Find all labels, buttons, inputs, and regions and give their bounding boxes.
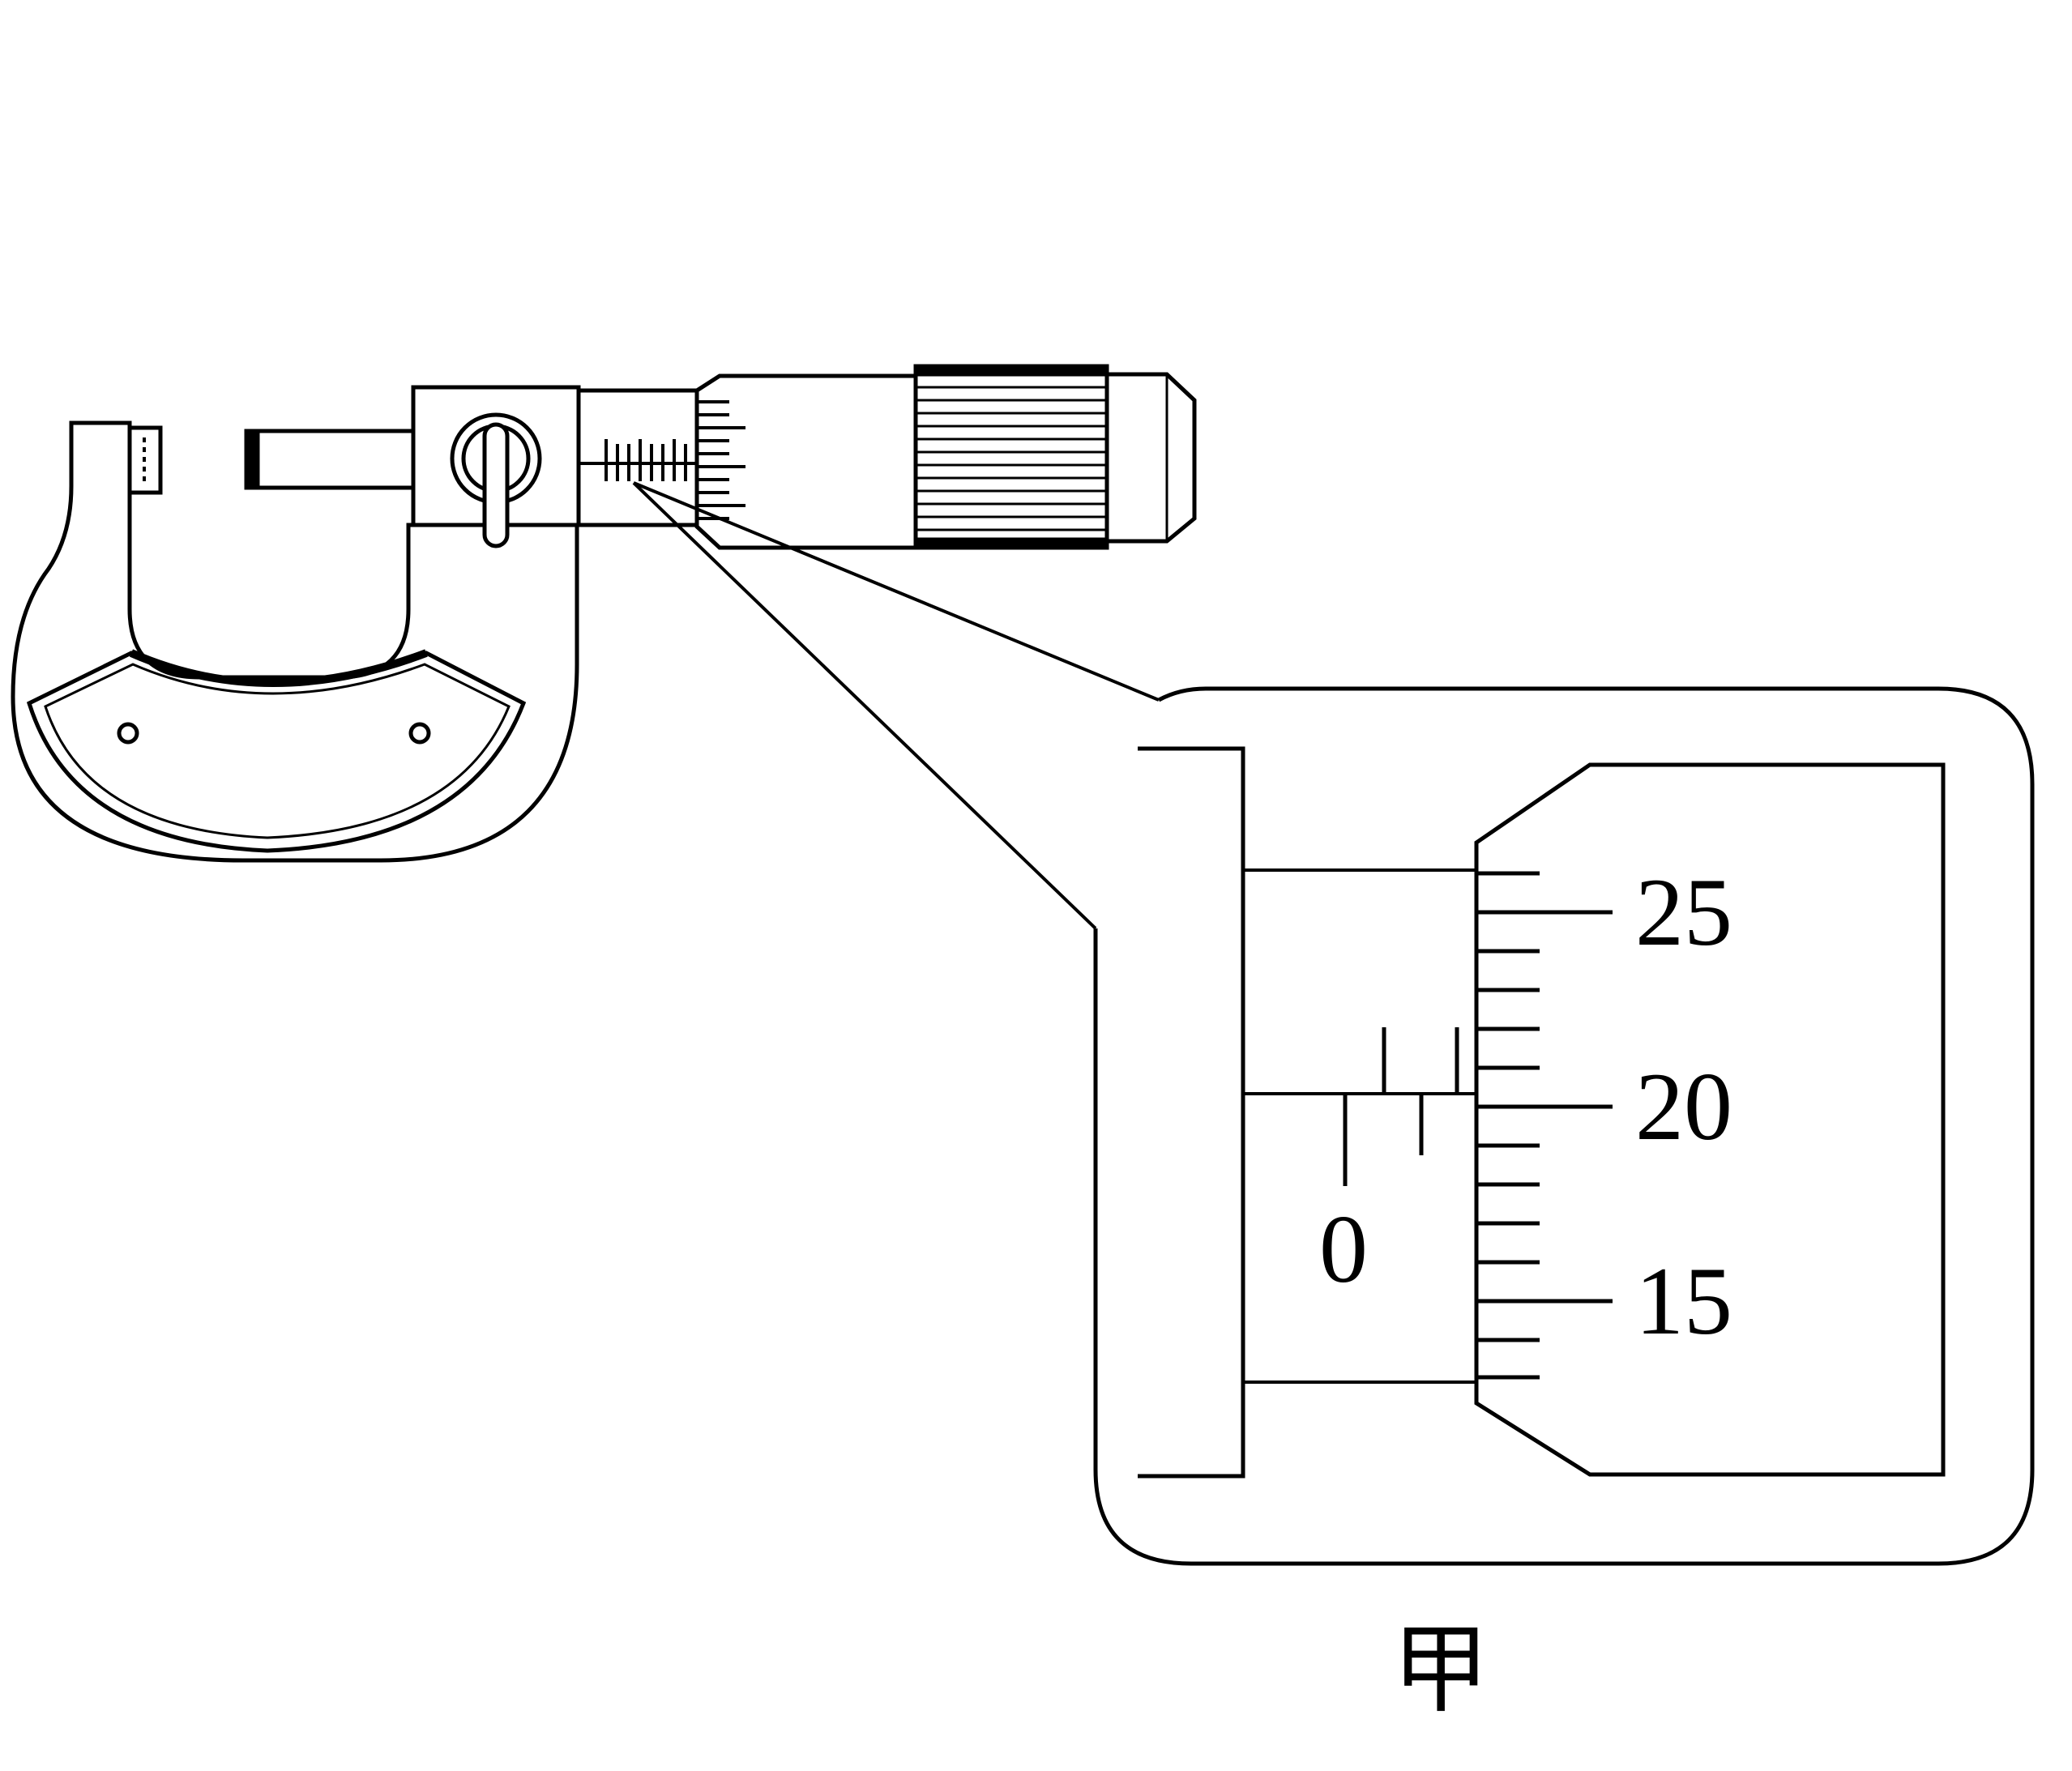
sleeve-ticks-small xyxy=(605,439,687,481)
pad-top-band xyxy=(129,649,428,687)
thimble-label-20: 20 xyxy=(1635,1052,1732,1160)
frame-bracket xyxy=(1138,746,1245,1479)
pad-rivet-right xyxy=(408,722,431,745)
sleeve-label-0: 0 xyxy=(1319,1195,1368,1303)
sleeve xyxy=(576,388,699,527)
anvil xyxy=(127,425,163,495)
knurled-knob xyxy=(913,364,1109,550)
thimble-label-25: 25 xyxy=(1635,858,1732,966)
spindle xyxy=(244,429,416,490)
knurl-lines xyxy=(916,386,1107,531)
thimble-graduations xyxy=(1476,871,1613,1380)
magnified-view: 25 20 15 0 xyxy=(1093,686,2035,1566)
micrometer xyxy=(11,364,1197,863)
pad-rivet-left xyxy=(117,722,139,745)
figure-caption: 甲 xyxy=(1392,1616,1489,1724)
magnifier-lines xyxy=(632,481,1160,940)
ratchet xyxy=(1104,372,1197,544)
insulating-pad-inner xyxy=(44,663,511,839)
thimble-label-15: 15 xyxy=(1635,1247,1732,1355)
magnified-border xyxy=(1093,686,2035,1566)
thimble-ticks-small xyxy=(697,400,745,520)
lock-knob-icon xyxy=(450,412,542,548)
